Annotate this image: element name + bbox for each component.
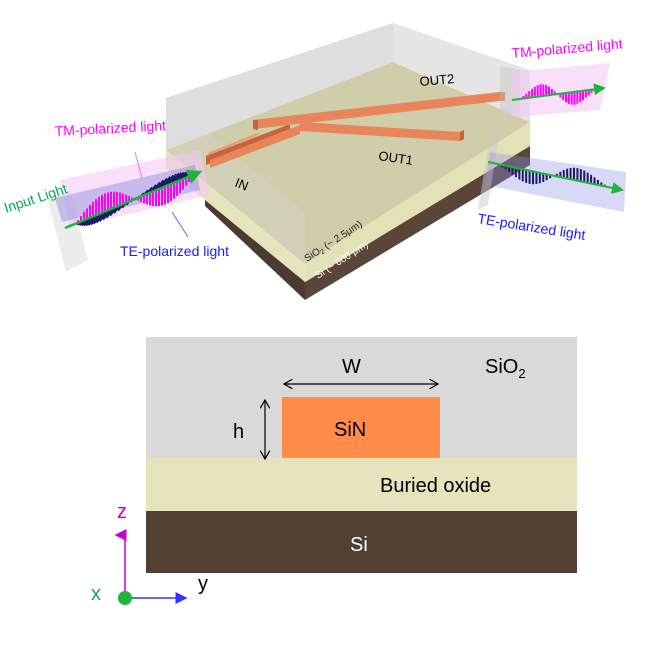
- z-axis-label: z: [117, 501, 127, 523]
- wave-hatch: [98, 209, 109, 222]
- core-label: SiN: [334, 419, 366, 441]
- x-axis-label: x: [91, 583, 101, 605]
- sio2-layer-right: [305, 122, 530, 282]
- tm-out-label: TM-polarized light: [511, 35, 623, 61]
- input-beam: [48, 150, 210, 272]
- chip-top-surface: [166, 62, 530, 264]
- te-out-plane: [485, 152, 626, 212]
- y-branch-waveguide: [206, 92, 505, 168]
- te-in-leader: [171, 211, 189, 238]
- cladding-front-wall: [166, 98, 305, 264]
- te-output-beam: [478, 130, 626, 212]
- wave-hatch: [95, 210, 106, 224]
- cladding-back-left-wall: [166, 23, 393, 150]
- sio2-subscript: 2: [319, 248, 326, 256]
- input-tm-plane: [60, 150, 210, 228]
- tm-in-label: TM-polarized light: [54, 117, 166, 139]
- input-plane-gray: [48, 190, 88, 272]
- cladding-label: SiO2: [485, 356, 526, 381]
- buried-oxide-region: [146, 458, 577, 511]
- substrate-label: Si: [350, 534, 368, 556]
- chip-3d-view: IN OUT1 OUT2 SiO2 (~ 2.5μm) Si (~ 600 μm…: [166, 23, 530, 300]
- si-substrate-right: [305, 146, 530, 300]
- width-label: W: [342, 356, 361, 378]
- tm-out-propagation-arrow: [511, 83, 606, 101]
- port-out2-label: OUT2: [419, 71, 455, 89]
- te-out-label: TE-polarized light: [477, 210, 587, 243]
- si-substrate-region: [146, 511, 577, 573]
- port-out1-label: OUT1: [378, 148, 414, 168]
- height-label: h: [233, 421, 244, 443]
- cladding-prefix: SiO: [485, 356, 518, 378]
- coordinate-axes: z y x: [91, 501, 208, 605]
- te-out-propagation-arrow: [487, 161, 624, 194]
- buried-oxide-label: Buried oxide: [380, 475, 491, 497]
- cladding-subscript: 2: [518, 366, 525, 381]
- te-in-label: TE-polarized light: [120, 243, 229, 259]
- wave-hatch: [92, 212, 103, 225]
- input-propagation-arrow: [64, 169, 203, 230]
- tm-in-leader: [134, 151, 143, 179]
- sin-core: [282, 397, 440, 458]
- port-in-label: IN: [233, 175, 251, 194]
- te-out-gray-plane: [478, 130, 500, 210]
- input-te-plane: [55, 165, 200, 222]
- waveguide-cross-section: W h SiN SiO2 Buried oxide Si: [146, 337, 577, 573]
- y-axis-label: y: [198, 573, 208, 595]
- x-axis-dot: [118, 591, 132, 605]
- tm-out-plane: [512, 63, 610, 117]
- tm-output-beam: [500, 63, 610, 117]
